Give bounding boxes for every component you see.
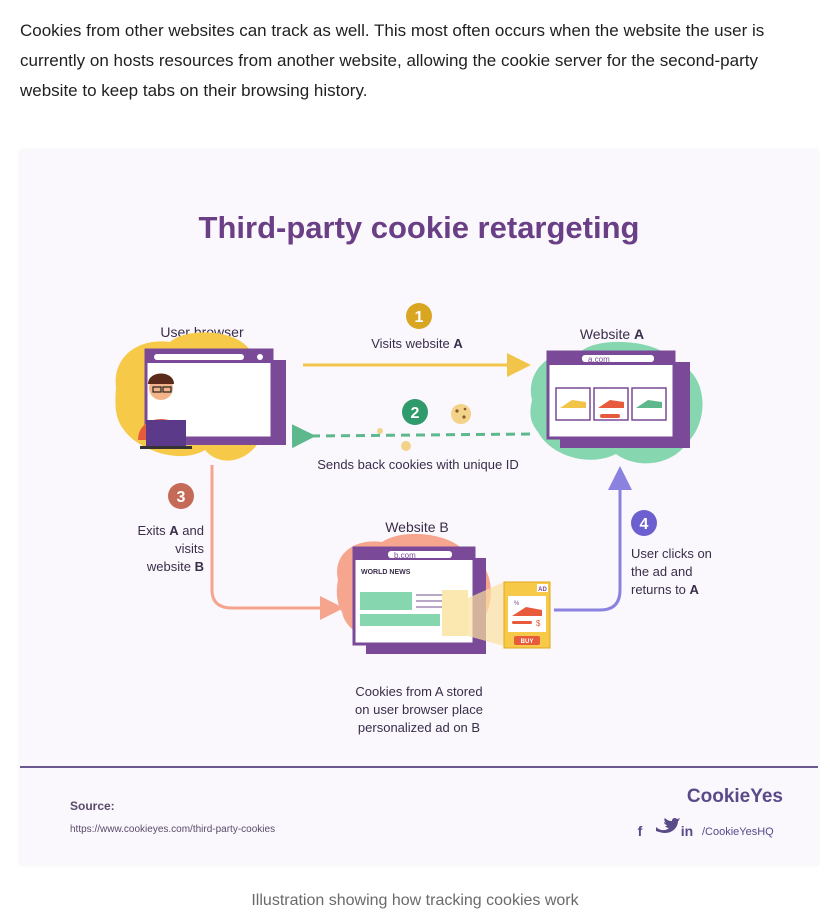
step-2-text: Sends back cookies with unique ID: [317, 457, 519, 472]
svg-text:in: in: [681, 823, 693, 839]
diagram-svg: Third-party cookie retargeting User brow…: [20, 210, 818, 839]
website-b-illustration: b.com WORLD NEWS AD % $ BUY: [336, 533, 551, 654]
step-1-badge: [406, 303, 432, 329]
step-1-number: 1: [415, 309, 424, 326]
step-4-text-line2: the ad and: [631, 564, 692, 579]
figure-caption: Illustration showing how tracking cookie…: [251, 892, 579, 909]
step-4-badge: [631, 510, 657, 536]
linkedin-icon[interactable]: in: [681, 823, 693, 839]
bottom-note-line2: on user browser place: [355, 702, 483, 717]
step-4-text-line1: User clicks on: [631, 546, 712, 561]
facebook-icon[interactable]: f: [638, 823, 643, 839]
source-url[interactable]: https://www.cookieyes.com/third-party-co…: [70, 824, 275, 835]
buy-button-label: BUY: [521, 639, 534, 645]
website-a-illustration: a.com: [530, 341, 703, 464]
twitter-icon[interactable]: [656, 817, 680, 833]
cookie-icon: [451, 404, 471, 424]
step-4-number: 4: [640, 516, 649, 533]
arrow-return-a: [554, 466, 632, 612]
url-a: a.com: [588, 355, 610, 364]
bottom-note-line1: Cookies from A stored: [355, 684, 482, 699]
diagram-title: Third-party cookie retargeting: [199, 210, 640, 245]
cookie-icon-small: [401, 441, 411, 451]
arrow-exit-a: [210, 465, 344, 620]
svg-text:f: f: [638, 823, 643, 839]
intro-paragraph: Cookies from other websites can track as…: [20, 21, 765, 100]
step-1-text: Visits website A: [371, 336, 463, 351]
step-3-number: 3: [177, 489, 186, 506]
cookieyes-logo: CookieYes: [687, 786, 783, 807]
diagram-card: Third-party cookie retargeting User brow…: [20, 150, 818, 865]
user-browser-illustration: [115, 332, 286, 461]
social-handle[interactable]: /CookieYesHQ: [702, 826, 774, 838]
step-4-text-line3: returns to A: [631, 582, 700, 597]
step-2-number: 2: [411, 405, 420, 422]
footer-divider: [20, 766, 818, 768]
website-a-label: Website A: [580, 326, 644, 342]
step-3-text-line1: Exits A and: [138, 523, 205, 538]
step-2-badge: [402, 399, 428, 425]
url-b: b.com: [394, 551, 416, 560]
arrow-send-cookies: [291, 424, 531, 449]
step-3-badge: [168, 483, 194, 509]
step-3-text-line2: visits: [175, 541, 204, 556]
source-label: Source:: [70, 799, 115, 813]
ad-price: $: [536, 619, 541, 628]
world-news-heading: WORLD NEWS: [361, 569, 411, 576]
step-3-text-line3: website B: [146, 559, 204, 574]
ad-badge: AD: [538, 587, 547, 593]
bottom-note-line3: personalized ad on B: [358, 720, 480, 735]
ad-percent: %: [514, 601, 520, 607]
website-b-label: Website B: [385, 519, 449, 535]
